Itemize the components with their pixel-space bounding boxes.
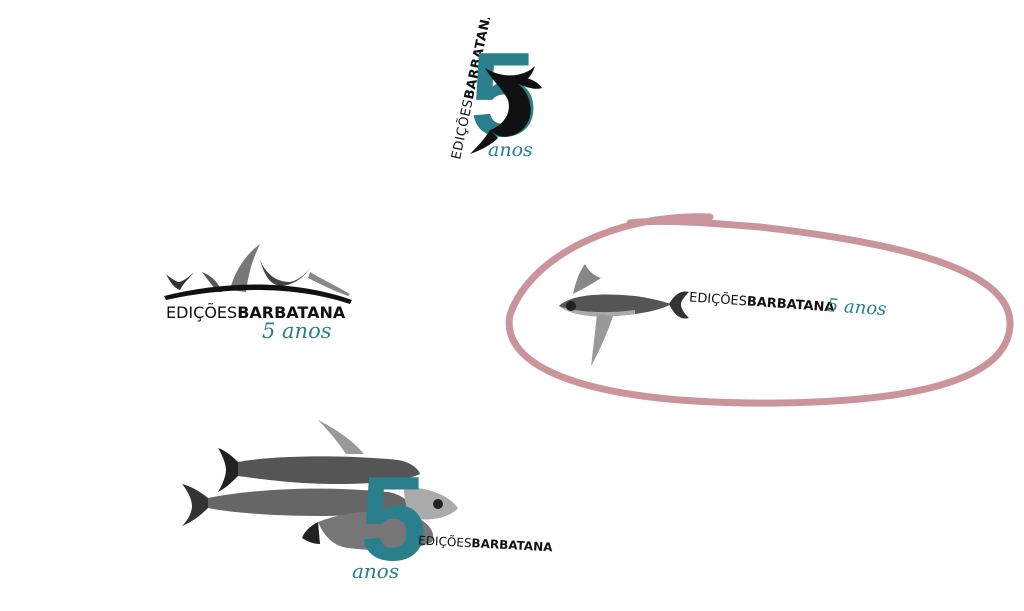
svg-text:EDIÇÕESBARBATANA: EDIÇÕESBARBATANA: [418, 532, 554, 554]
wordmark-light: EDIÇÕES: [689, 289, 748, 309]
logo-flying-fish: EDIÇÕESBARBATANA 5 anos: [559, 264, 887, 366]
highlight-circle: [505, 213, 1014, 407]
anos-label: anos: [488, 139, 533, 161]
big-five-number: 5: [360, 452, 427, 586]
wordmark-light: EDIÇÕES: [166, 303, 237, 322]
wordmark-bold: BARBATANA: [471, 536, 553, 554]
logo-fish-school-5-anos: 5 anos EDIÇÕESBARBATANA: [182, 420, 554, 586]
logo-fins-wordmark: EDIÇÕESBARBATANA 5 anos: [164, 244, 352, 343]
svg-text:EDIÇÕESBARBATANA: EDIÇÕESBARBATANA: [689, 289, 835, 315]
wordmark-bold: BARBATANA: [746, 294, 835, 315]
wordmark-light: EDIÇÕES: [418, 532, 472, 550]
flying-fish-icon: [559, 264, 689, 366]
anos-label: 5 anos: [826, 295, 887, 320]
wordmark-bold: BARBATANA: [237, 303, 346, 322]
logo-vertical-5-anos: EDIÇÕESBARBATANA 5 anos: [448, 18, 542, 162]
fish-group-icon: [182, 420, 458, 550]
fish-fins-icon: [164, 244, 352, 304]
anos-label: anos: [352, 559, 399, 583]
anos-label: 5 anos: [262, 319, 332, 343]
svg-text:EDIÇÕESBARBATANA: EDIÇÕESBARBATANA: [166, 303, 346, 322]
whale-icon: [470, 66, 542, 154]
